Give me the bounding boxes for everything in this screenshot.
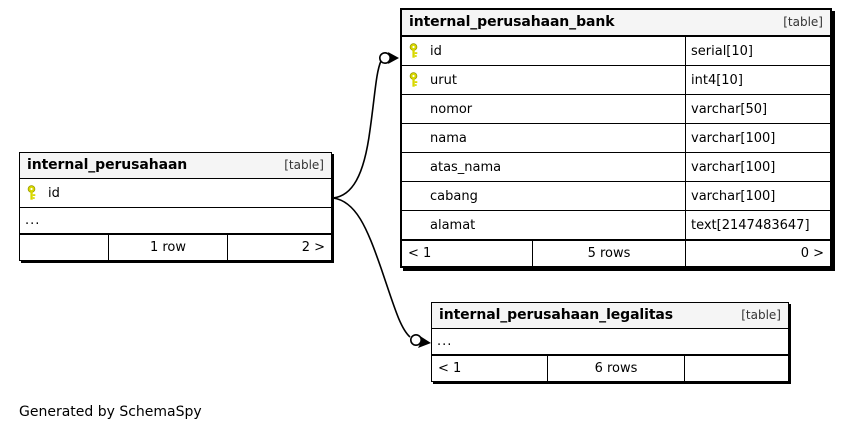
table-header: internal_perusahaan_bank [table]: [402, 10, 830, 37]
edge-perusahaan-to-legalitas: [332, 197, 411, 338]
column-name: urut: [430, 72, 457, 88]
table-title: internal_perusahaan_bank: [409, 14, 615, 30]
column-type: varchar[100]: [685, 182, 830, 210]
footer-row-count: 5 rows: [532, 241, 685, 266]
table-row: nama varchar[100]: [402, 124, 830, 153]
table-title: internal_perusahaan_legalitas: [439, 307, 673, 323]
table-row: id: [20, 179, 331, 208]
footer-row-count: 6 rows: [547, 356, 684, 381]
table-row: id serial[10]: [402, 37, 830, 66]
column-name-cell: nomor: [402, 95, 685, 123]
table-type-tag: [table]: [783, 15, 823, 29]
table-footer: < 1 6 rows: [432, 355, 788, 381]
column-type: varchar[50]: [685, 95, 830, 123]
table-row: cabang varchar[100]: [402, 182, 830, 211]
column-name: nama: [430, 130, 467, 146]
column-name: id: [430, 43, 442, 59]
column-name-cell: cabang: [402, 182, 685, 210]
edge-legalitas-arrowhead: [418, 336, 431, 348]
table-title: internal_perusahaan: [27, 157, 188, 173]
column-name: cabang: [430, 188, 478, 204]
table-row: urut int4[10]: [402, 66, 830, 95]
column-name-cell: atas_nama: [402, 153, 685, 181]
table-type-tag: [table]: [741, 308, 781, 322]
collapsed-columns-indicator[interactable]: ...: [20, 208, 331, 234]
column-type: text[2147483647]: [685, 211, 830, 239]
column-name-cell: id: [402, 37, 685, 65]
footer-next-count[interactable]: 2 >: [227, 235, 331, 260]
table-row: nomor varchar[50]: [402, 95, 830, 124]
edge-perusahaan-to-bank: [332, 60, 382, 199]
column-type: varchar[100]: [685, 124, 830, 152]
table-type-tag: [table]: [284, 158, 324, 172]
table-internal-perusahaan[interactable]: internal_perusahaan [table] id ...: [19, 152, 332, 261]
footer-prev-count[interactable]: < 1: [408, 246, 432, 261]
column-type: serial[10]: [685, 37, 830, 65]
table-header: internal_perusahaan [table]: [20, 153, 331, 179]
column-name-cell: alamat: [402, 211, 685, 239]
column-type: int4[10]: [685, 66, 830, 94]
table-row: alamat text[2147483647]: [402, 211, 830, 240]
column-name: atas_nama: [430, 159, 502, 175]
edge-legalitas-zero-marker: [409, 333, 422, 346]
column-name-cell: id: [20, 179, 331, 207]
table-footer: 1 row 2 >: [20, 234, 331, 260]
footer-row-count: 1 row: [108, 235, 227, 260]
column-type: varchar[100]: [685, 153, 830, 181]
table-footer: < 1 5 rows 0 >: [402, 240, 830, 266]
edge-bank-arrowhead: [388, 52, 399, 64]
footer-prev-count[interactable]: < 1: [438, 361, 462, 376]
generated-by-caption: Generated by SchemaSpy: [19, 404, 202, 420]
column-name-cell: urut: [402, 66, 685, 94]
column-name-cell: nama: [402, 124, 685, 152]
table-internal-perusahaan-bank[interactable]: internal_perusahaan_bank [table] id seri…: [400, 8, 832, 268]
primary-key-icon: [409, 43, 422, 59]
column-name: nomor: [430, 101, 473, 117]
table-header: internal_perusahaan_legalitas [table]: [432, 303, 788, 329]
table-internal-perusahaan-legalitas[interactable]: internal_perusahaan_legalitas [table] ..…: [431, 302, 789, 382]
primary-key-icon: [409, 72, 422, 88]
column-name: id: [48, 185, 60, 201]
collapsed-columns-indicator[interactable]: ...: [432, 329, 788, 355]
column-name: alamat: [430, 217, 476, 233]
primary-key-icon: [27, 185, 40, 201]
table-row: atas_nama varchar[100]: [402, 153, 830, 182]
footer-prev-count[interactable]: [20, 235, 108, 260]
footer-next-count[interactable]: 0 >: [685, 241, 830, 266]
edge-bank-zero-marker: [378, 51, 391, 64]
footer-next-count[interactable]: [684, 356, 788, 381]
